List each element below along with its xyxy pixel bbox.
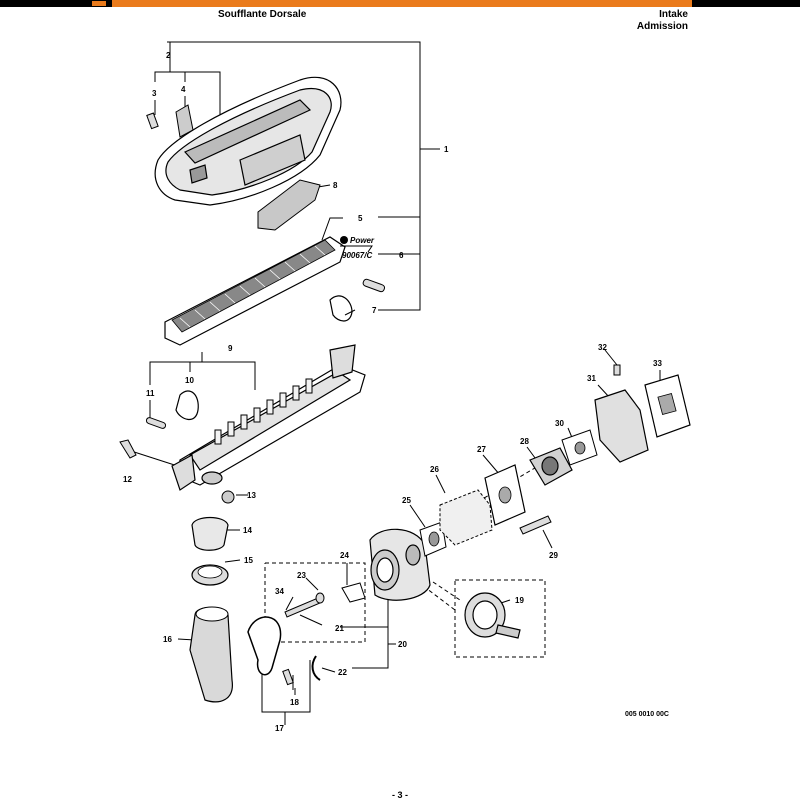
screw-18 (282, 668, 294, 686)
label-21: 21 (335, 624, 344, 633)
label-17: 17 (275, 724, 284, 733)
section-title: Intake Admission (637, 9, 688, 33)
boot-14 (191, 516, 229, 551)
screw-32 (613, 364, 621, 376)
brand-logo-icon (0, 0, 110, 7)
clip-11 (145, 417, 167, 429)
filter-base (171, 344, 366, 491)
label-3: 3 (152, 89, 157, 98)
spring-7 (329, 295, 353, 322)
page-title: Soufflante Dorsale (218, 9, 307, 20)
power-stamp: Power 90067/C (340, 236, 375, 260)
label-12: 12 (123, 475, 132, 484)
pin-3 (146, 112, 159, 130)
top-bar (0, 0, 800, 7)
label-1: 1 (444, 145, 449, 154)
air-filter-cover (154, 76, 342, 206)
label-19: 19 (515, 596, 524, 605)
stamp-code: 90067/C (342, 251, 372, 260)
label-7: 7 (372, 306, 377, 315)
label-33: 33 (653, 359, 662, 368)
label-2: 2 (166, 51, 171, 60)
label-9: 9 (228, 344, 233, 353)
label-13: 13 (247, 491, 256, 500)
label-24: 24 (340, 551, 349, 560)
label-6: 6 (399, 251, 404, 260)
page-number: - 3 - (391, 790, 408, 800)
label-10: 10 (185, 376, 194, 385)
gasket-25 (419, 521, 447, 557)
label-30: 30 (555, 419, 564, 428)
bolt-29 (519, 515, 552, 535)
spring-10 (175, 390, 199, 420)
label-25: 25 (402, 496, 411, 505)
label-4: 4 (181, 85, 186, 94)
brand-stripe (112, 0, 692, 7)
leader-1 (167, 41, 421, 311)
section-title-fr: Admission (636, 21, 688, 32)
fan-19 (464, 592, 521, 639)
latch-4 (175, 104, 194, 138)
label-16: 16 (163, 635, 172, 644)
diagram-code: 005 0010 00C (625, 711, 669, 718)
carburetor-housing (369, 528, 431, 601)
label-18: 18 (290, 698, 299, 707)
label-14: 14 (243, 526, 252, 535)
dashed-box-19 (454, 579, 546, 658)
washer-13 (221, 490, 235, 504)
air-filter-element (164, 236, 346, 346)
label-32: 32 (598, 343, 607, 352)
label-8: 8 (333, 181, 338, 190)
label-15: 15 (244, 556, 253, 565)
label-22: 22 (338, 668, 347, 677)
label-23: 23 (297, 571, 306, 580)
label-29: 29 (549, 551, 558, 560)
bracket-24 (341, 582, 366, 603)
dashed-box-20 (264, 562, 366, 643)
heat-shield-31 (594, 389, 649, 463)
section-title-en: Intake (659, 9, 688, 20)
bolt-34 (284, 597, 321, 618)
label-27: 27 (477, 445, 486, 454)
elbow-16 (189, 606, 233, 703)
label-28: 28 (520, 437, 529, 446)
part-number-labels: 1 2 3 4 5 6 7 8 9 10 11 12 13 14 15 16 1… (123, 51, 662, 733)
clamp-17 (247, 616, 282, 676)
insulator-28 (529, 447, 573, 486)
spring-22 (311, 655, 321, 681)
washer-23 (315, 592, 325, 604)
label-26: 26 (430, 465, 439, 474)
screw-12 (119, 439, 137, 459)
label-5: 5 (358, 214, 363, 223)
carburetor-26 (439, 489, 493, 546)
label-20: 20 (398, 640, 407, 649)
label-11: 11 (146, 389, 155, 398)
clip-6 (362, 278, 386, 293)
stamp-brand: Power (350, 236, 375, 245)
label-34: 34 (275, 587, 284, 596)
label-31: 31 (587, 374, 596, 383)
prefilter-8 (257, 179, 321, 231)
